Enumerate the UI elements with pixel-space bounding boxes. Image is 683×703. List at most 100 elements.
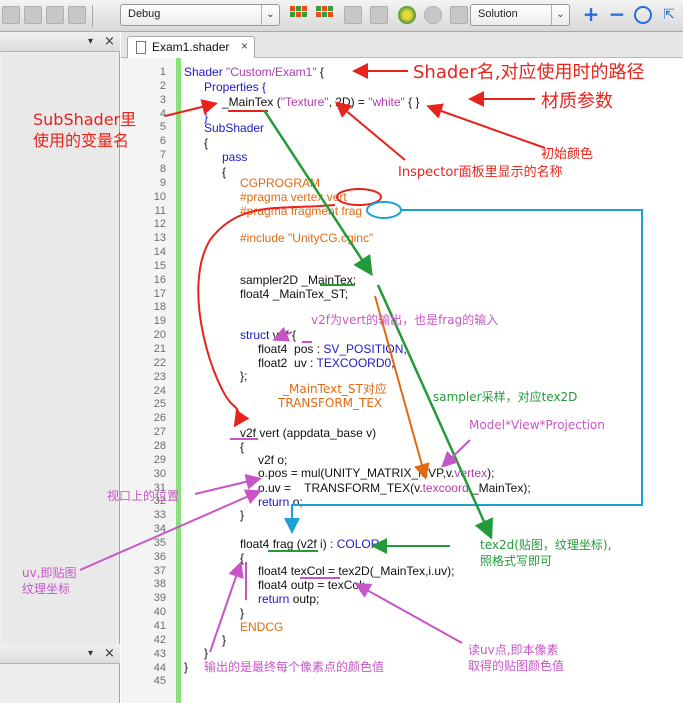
- line-number: 34: [153, 523, 166, 536]
- stop-icon[interactable]: [424, 6, 442, 24]
- code-line-4: }: [204, 110, 209, 124]
- build-config-dropdown[interactable]: Debug ⌄: [120, 4, 280, 26]
- line-number: 5: [159, 121, 166, 134]
- code-line-32: return o;: [258, 495, 303, 509]
- line-number: 19: [153, 315, 166, 328]
- toolbar-icon-4[interactable]: [68, 6, 86, 24]
- code-line-28: {: [240, 440, 245, 454]
- annotation-read-uv-1: 读uv点,即本像素: [468, 643, 559, 657]
- link-icon[interactable]: [344, 6, 362, 24]
- line-number: 28: [153, 439, 166, 452]
- add-icon[interactable]: +: [582, 2, 600, 26]
- annotation-initial-color: 初始颜色: [541, 147, 594, 162]
- annotation-uv-1: uv,即贴图: [22, 566, 77, 580]
- code-line-17: float4 _MainTex_ST;: [240, 287, 349, 301]
- close-icon[interactable]: ×: [240, 39, 248, 53]
- annotation-viewport-pos: 视口上的位置: [107, 489, 180, 503]
- annotation-tex2d-1: tex2d(贴图，纹理坐标),: [480, 538, 612, 552]
- main-toolbar: Debug ⌄ Solution ⌄ + − ⇱: [0, 0, 683, 32]
- line-number: 1: [159, 66, 166, 78]
- line-number: 9: [159, 176, 166, 189]
- toolbar-icon-2[interactable]: [24, 6, 42, 24]
- line-number: 37: [153, 564, 166, 577]
- pin-icon[interactable]: ▾: [88, 36, 94, 47]
- line-number: 39: [153, 592, 166, 605]
- line-number: 8: [159, 162, 166, 175]
- collapse-icon[interactable]: ⇱: [663, 7, 675, 23]
- minus-icon[interactable]: −: [608, 2, 626, 26]
- line-number: 24: [153, 384, 166, 397]
- code-line-42: }: [222, 633, 227, 647]
- code-line-10: #pragma vertex vert: [240, 190, 347, 204]
- line-number: 2: [159, 79, 166, 92]
- pin-icon[interactable]: ▾: [88, 648, 94, 659]
- code-line-8: {: [222, 165, 227, 179]
- line-number: 43: [153, 647, 166, 660]
- pane-header: ▾ ×: [0, 32, 120, 52]
- line-number: 11: [154, 204, 166, 217]
- line-number: 7: [159, 149, 166, 162]
- debug-icon[interactable]: [450, 6, 468, 24]
- line-number: 12: [153, 218, 166, 231]
- line-number: 26: [153, 412, 166, 425]
- code-line-22: float2 uv : TEXCOORD0;: [258, 356, 395, 370]
- code-line-43: }: [204, 646, 209, 660]
- pane-header-2: ▾ ×: [0, 644, 120, 664]
- line-number: 3: [159, 93, 166, 106]
- solution-value: Solution: [478, 8, 518, 20]
- code-line-2: Properties {: [204, 80, 267, 94]
- annotation-subshader-var-2: 使用的变量名: [33, 131, 130, 150]
- sync-icon[interactable]: [634, 6, 652, 24]
- toolbar-icon-1[interactable]: [2, 6, 20, 24]
- code-line-27: v2f vert (appdata_base v): [240, 426, 377, 440]
- code-line-39: return outp;: [258, 592, 320, 606]
- line-number: 44: [153, 661, 166, 674]
- build-grid-icon[interactable]: [290, 6, 308, 24]
- line-number: 25: [153, 398, 166, 411]
- code-line-35: float4 frag (v2f i) : COLOR: [240, 537, 380, 551]
- line-number: 41: [153, 620, 166, 632]
- line-number: 30: [153, 467, 166, 480]
- code-line-21: float4 pos : SV_POSITION;: [258, 342, 407, 356]
- solution-dropdown[interactable]: Solution ⌄: [470, 4, 570, 26]
- pencil-icon[interactable]: [370, 6, 388, 24]
- line-number: 32: [153, 495, 166, 508]
- line-number: 40: [153, 606, 166, 619]
- code-line-37: float4 texCol = tex2D(_MainTex,i.uv);: [258, 564, 455, 578]
- line-number: 33: [153, 509, 166, 522]
- close-icon[interactable]: ×: [104, 646, 115, 661]
- close-icon[interactable]: ×: [104, 34, 115, 49]
- line-number: 36: [153, 550, 166, 563]
- annotation-inspector-name: Inspector面板里显示的名称: [398, 165, 563, 180]
- line-number: 29: [153, 453, 166, 466]
- annotation-output: 输出的是最终每个像素点的颜色值: [204, 660, 385, 674]
- line-number: 6: [159, 135, 166, 148]
- chevron-down-icon: ⌄: [261, 5, 279, 25]
- tab-exam1-shader[interactable]: Exam1.shader ×: [127, 36, 255, 58]
- line-number: 38: [153, 578, 166, 591]
- rebuild-grid-icon[interactable]: [316, 6, 334, 24]
- code-line-7: pass: [222, 150, 248, 164]
- toolbar-icon-3[interactable]: [46, 6, 64, 24]
- line-number: 4: [159, 107, 166, 120]
- annotation-tex2d-2: 照格式写即可: [480, 554, 553, 568]
- code-line-44: }: [184, 660, 189, 674]
- line-number: 27: [153, 426, 166, 439]
- run-icon[interactable]: [398, 6, 416, 24]
- annotation-read-uv-2: 取得的贴图颜色值: [468, 659, 565, 673]
- annotation-mvp: Model*View*Projection: [469, 418, 605, 432]
- line-number: 21: [153, 343, 166, 355]
- line-number: 42: [153, 633, 166, 646]
- code-line-36: {: [240, 551, 245, 565]
- line-number: 17: [153, 287, 166, 300]
- line-number: 13: [153, 232, 166, 245]
- change-marker-bar: [176, 58, 181, 703]
- solution-tree-area[interactable]: [2, 54, 116, 644]
- code-line-6: {: [204, 136, 209, 150]
- annotation-material-params: 材质参数: [541, 91, 613, 112]
- line-number: 10: [153, 190, 166, 203]
